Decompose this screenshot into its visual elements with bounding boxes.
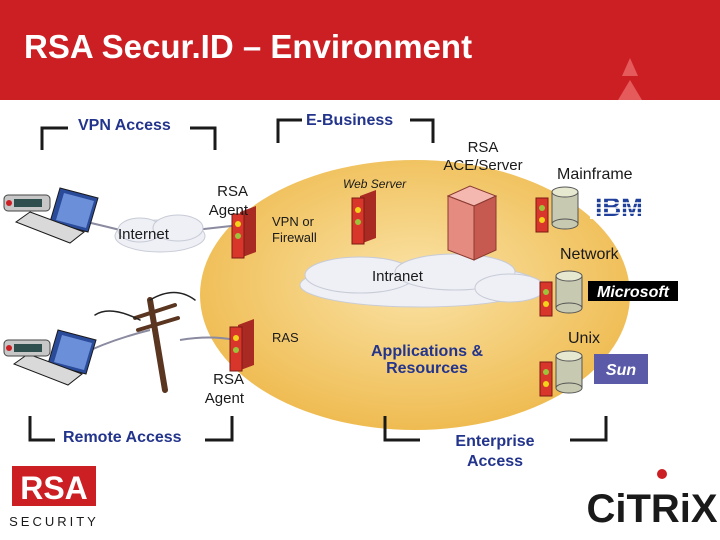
section-brackets [28, 118, 608, 442]
token-icon-bottom [3, 339, 51, 357]
citrix-logo: CiTRiX [586, 469, 718, 531]
svg-text:Microsoft: Microsoft [597, 284, 670, 301]
database-icon-mainframe [535, 186, 579, 233]
applications-resources-label: Applications & Resources [370, 343, 483, 377]
internet-cloud [114, 214, 206, 253]
section-e-business: E-Business [306, 112, 394, 129]
section-vpn-access: VPN Access [78, 117, 171, 134]
rsa-security-logo: RSA SECURITY [9, 466, 99, 529]
server-icon-rsa-agent-top [231, 206, 256, 259]
phone-pole-icon [94, 291, 196, 393]
server-icon-web [351, 190, 376, 245]
svg-text:IBM: IBM [595, 192, 643, 222]
internet-label: Internet [118, 226, 169, 243]
rsa-ace-server-label: RSA ACE/Server [443, 139, 523, 174]
intranet-label: Intranet [372, 268, 423, 285]
title-bar [0, 0, 720, 100]
laptop-icon-top [14, 187, 99, 244]
intranet-cloud [299, 253, 546, 308]
database-icon-network [539, 270, 583, 317]
sun-logo: Sun [594, 354, 648, 384]
svg-text:CiTRiX: CiTRiX [586, 487, 717, 531]
mainframe-label: Mainframe [557, 166, 633, 183]
vpn-firewall-label: VPN or Firewall [272, 214, 317, 245]
rsa-agent-label-bottom: RSA Agent [204, 371, 244, 407]
section-remote-access: Remote Access [63, 429, 182, 446]
web-server-label: Web Server [343, 177, 407, 191]
token-icon-top [3, 194, 51, 212]
network-label: Network [560, 246, 619, 263]
ace-server-icon [446, 185, 498, 261]
server-icon-ras [229, 319, 254, 372]
laptop-icon-bottom [12, 329, 97, 386]
unix-label: Unix [568, 330, 601, 347]
svg-text:RSA: RSA [20, 470, 88, 506]
database-icon-unix [539, 350, 583, 397]
ras-label: RAS [272, 330, 299, 345]
ibm-logo: IBM [590, 192, 648, 222]
svg-text:SECURITY: SECURITY [9, 514, 99, 529]
header-triangle [622, 58, 638, 76]
microsoft-logo: Microsoft [588, 281, 678, 301]
page-title: RSA Secur.ID – Environment [24, 28, 473, 65]
svg-text:Sun: Sun [606, 362, 636, 379]
rsa-agent-label-top: RSA Agent [208, 183, 248, 219]
section-enterprise-access: Enterprise Access [455, 433, 535, 470]
